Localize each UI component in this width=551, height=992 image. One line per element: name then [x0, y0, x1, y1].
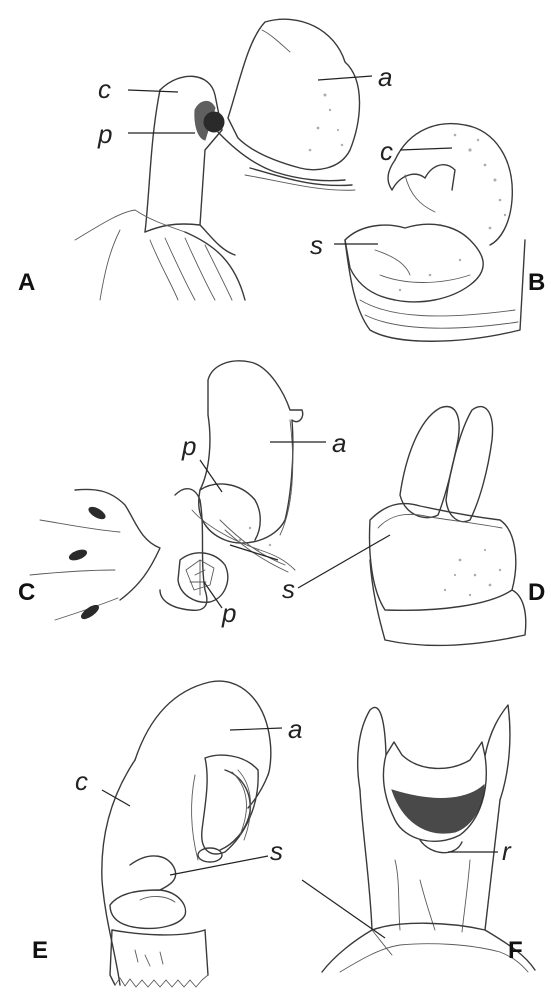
panel-c: p a s p C: [18, 361, 346, 628]
panel-c-drawing: [30, 361, 303, 621]
panel-a: c p a A: [18, 19, 392, 300]
panel-f: r F: [302, 705, 535, 972]
panel-c-label-p-bottom: p: [221, 598, 236, 628]
panel-b-label-c: c: [380, 136, 393, 166]
panel-a-letter: A: [18, 269, 35, 296]
panel-f-letter: F: [508, 937, 523, 964]
panel-e-drawing: [102, 681, 271, 987]
panel-b-label-s: s: [310, 230, 323, 260]
panel-d-drawing: [370, 407, 526, 646]
panel-f-label-r: r: [502, 836, 512, 866]
panel-c-label-s: s: [282, 574, 295, 604]
panel-e-label-s: s: [270, 836, 283, 866]
panel-e-label-a: a: [288, 714, 302, 744]
panel-e: c a s E: [32, 681, 302, 987]
panel-a-label-a: a: [378, 62, 392, 92]
panel-b-drawing: [345, 124, 525, 342]
panel-a-label-c: c: [98, 74, 111, 104]
panel-c-label-p-top: p: [181, 431, 196, 461]
panel-c-label-a: a: [332, 428, 346, 458]
panel-d-letter: D: [528, 579, 545, 606]
panel-c-letter: C: [18, 579, 35, 606]
panel-e-label-c: c: [75, 766, 88, 796]
panel-a-label-p: p: [97, 119, 112, 149]
panel-b-letter: B: [528, 269, 545, 296]
panel-e-letter: E: [32, 937, 48, 964]
